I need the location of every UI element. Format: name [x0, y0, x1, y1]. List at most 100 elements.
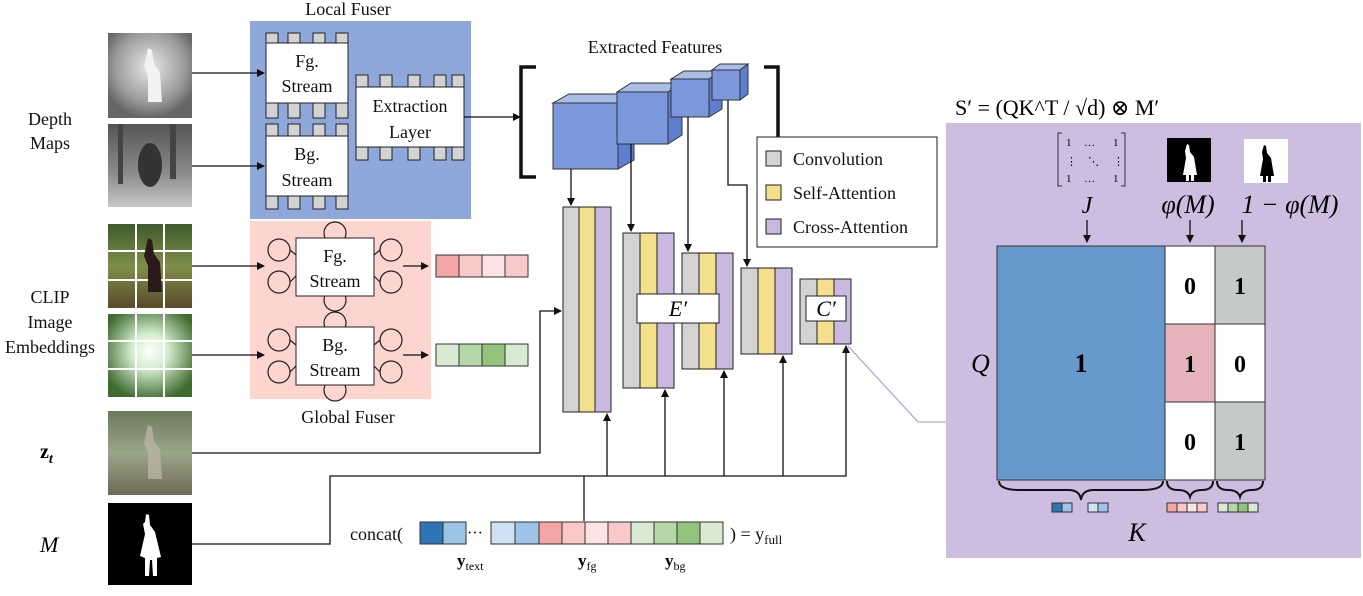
local-fg-stream-label-line-2: Stream [282, 76, 333, 96]
fg-token [584, 521, 609, 545]
bg-token [653, 521, 678, 545]
inverse-cell-value: 1 [1234, 430, 1246, 456]
local-bg-stream-label-line-2: Stream [282, 170, 333, 190]
depth-map-background [108, 124, 192, 207]
k-text-token [1087, 502, 1099, 513]
k-fg-token [1176, 502, 1188, 513]
svg-text:⋱: ⋱ [1088, 156, 1099, 168]
depth-maps-label-line-2: Maps [30, 133, 70, 153]
extraction-layer: Extraction Layer [355, 74, 465, 161]
svg-text:1: 1 [1066, 137, 1072, 149]
concat-prefix: concat( [350, 524, 403, 545]
local-fg-stream: Fg. Stream [265, 32, 349, 119]
local-fg-stream-label-line-1: Fg. [295, 51, 319, 71]
mask-label: M [39, 532, 60, 557]
depth-map-foreground [108, 33, 192, 118]
phi-mask-thumbnail [1167, 138, 1211, 182]
local-bg-stream-label-line-1: Bg. [294, 144, 320, 164]
extraction-layer-label-line-1: Extraction [373, 96, 448, 116]
c-prime-label: C′ [816, 296, 837, 321]
concat-dots: ··· [467, 525, 483, 542]
clip-label-line-3: Embeddings [5, 337, 95, 357]
k-bg-tokens [1217, 502, 1259, 513]
global-fg-stream-label-line-2: Stream [310, 271, 361, 291]
y-text-label: ytext [457, 551, 484, 573]
svg-text:1: 1 [1113, 173, 1119, 185]
bg-token [630, 521, 655, 545]
global-fg-stream-label-line-1: Fg. [323, 246, 347, 266]
k-bg-token [1237, 502, 1249, 513]
phi-cell-value: 1 [1184, 352, 1196, 378]
fg-token [481, 254, 506, 278]
svg-text:⋮: ⋮ [1113, 156, 1124, 168]
k-fg-token [1186, 502, 1198, 513]
left-bracket [519, 65, 536, 179]
global-fuser: Fg. Stream Bg. Stream Global Fuser [250, 221, 431, 427]
text-token [442, 521, 467, 545]
local-fuser: Local Fuser Fg. Stream Bg. Stream [250, 0, 471, 219]
local-bg-stream: Bg. Stream [265, 123, 349, 210]
phi-cell-value: 0 [1184, 274, 1196, 300]
k-fg-token [1166, 502, 1178, 513]
extraction-layer-label-line-2: Layer [389, 122, 431, 142]
k-text-token [1061, 502, 1073, 513]
k-fg-tokens [1166, 502, 1208, 513]
clip-image-foreground [108, 224, 192, 308]
text-token [490, 521, 516, 545]
phi-cell [1164, 245, 1216, 325]
k-fg-token [1196, 502, 1208, 513]
inverse-mask-thumbnail [1244, 139, 1288, 183]
legend-convolution: Convolution [793, 149, 883, 169]
inverse-cell-value: 0 [1234, 352, 1246, 378]
mask-image [108, 503, 192, 585]
bg-token [435, 343, 460, 367]
one-minus-phi-column: 101 [1214, 245, 1266, 481]
phi-cell-value: 0 [1184, 430, 1196, 456]
text-token [514, 521, 540, 545]
extracted-features-title: Extracted Features [588, 37, 722, 57]
fg-token [538, 521, 563, 545]
e-prime-label: E′ [668, 296, 688, 321]
unet-block-4 [740, 267, 793, 355]
text-token [419, 521, 444, 545]
global-fuser-title: Global Fuser [301, 407, 395, 427]
noisy-latent-image [108, 411, 192, 495]
clip-label-line-2: Image [28, 312, 73, 332]
k-text-token [1097, 502, 1109, 513]
legend-box [756, 136, 938, 248]
k-bg-token [1227, 502, 1239, 513]
bg-token [504, 343, 529, 367]
j-label: J [1082, 193, 1094, 219]
svg-text:…: … [1084, 173, 1095, 185]
one-minus-phi-label: 1 − φ(M) [1242, 190, 1339, 219]
attention-main-block [996, 245, 1166, 481]
k-bg-token [1247, 502, 1259, 513]
j-matrix: 1 … 1 ⋮ ⋱ ⋮ 1 … 1 [1057, 132, 1126, 187]
inverse-cell [1214, 245, 1266, 325]
concat-token-row [490, 521, 724, 545]
y-fg-label: yfg [578, 551, 597, 573]
k-text-tokens [1051, 502, 1109, 513]
text-token-row-a [419, 521, 467, 545]
fg-token [561, 521, 586, 545]
svg-text:…: … [1084, 137, 1095, 149]
fg-token [435, 254, 460, 278]
unet-block-1 [562, 206, 612, 413]
legend-self-attention: Self-Attention [793, 183, 896, 203]
attention-main-value: 1 [1075, 349, 1088, 378]
svg-text:1: 1 [1066, 173, 1072, 185]
k-bg-token [1217, 502, 1229, 513]
global-bg-stream-label-line-2: Stream [310, 360, 361, 380]
bg-token [676, 521, 701, 545]
depth-maps-label-line-1: Depth [28, 109, 72, 129]
phi-label: φ(M) [1161, 190, 1214, 219]
feature-cubes [551, 63, 750, 170]
clip-label-line-1: CLIP [30, 287, 69, 307]
q-label: Q [971, 349, 990, 378]
clip-image-background [108, 314, 192, 397]
attention-panel: S′ = (QK^T / √d) ⊗ M′ 1 … 1 ⋮ ⋱ ⋮ 1 … 1 … [946, 95, 1361, 558]
bg-token [481, 343, 506, 367]
fg-token [458, 254, 483, 278]
legend-cross-attention: Cross-Attention [793, 217, 908, 237]
